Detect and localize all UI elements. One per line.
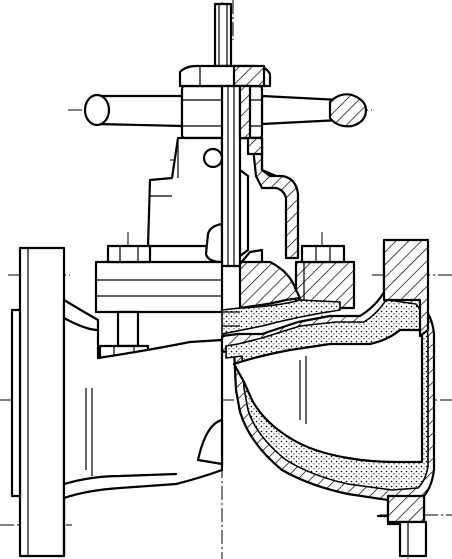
bonnet	[146, 84, 300, 268]
spindle-bush-section	[238, 84, 252, 140]
right-flange-bottom-section	[386, 494, 426, 524]
stem-shaft	[213, 2, 233, 68]
left-flange-face	[10, 308, 22, 498]
bonnet-wall-section	[250, 136, 300, 260]
diaphragm	[221, 299, 341, 335]
body-flow-passage	[232, 328, 424, 464]
left-pipe-flange	[18, 246, 66, 558]
right-bolt-head	[300, 244, 346, 264]
valve-body	[10, 238, 436, 558]
body-left-half	[62, 298, 224, 500]
right-flange-bolt-lug	[398, 520, 428, 558]
body-details	[62, 311, 390, 558]
right-pipe-flange-section	[382, 238, 430, 338]
top-nut	[178, 64, 272, 88]
top-nut-section	[232, 64, 266, 88]
handle-left-knob	[83, 93, 111, 127]
left-bolt-shank	[116, 310, 140, 348]
diaphragm-assembly	[221, 248, 341, 335]
bonnet-boss	[202, 147, 224, 169]
compressor-section	[238, 260, 302, 310]
body-weir-left	[196, 418, 224, 466]
stem	[213, 2, 233, 68]
left-flange-plate	[94, 260, 224, 314]
gland-section	[246, 136, 264, 156]
left-bolt-head	[106, 244, 152, 264]
handle-right-knob-section	[328, 93, 368, 128]
stem-spindle	[220, 84, 242, 268]
